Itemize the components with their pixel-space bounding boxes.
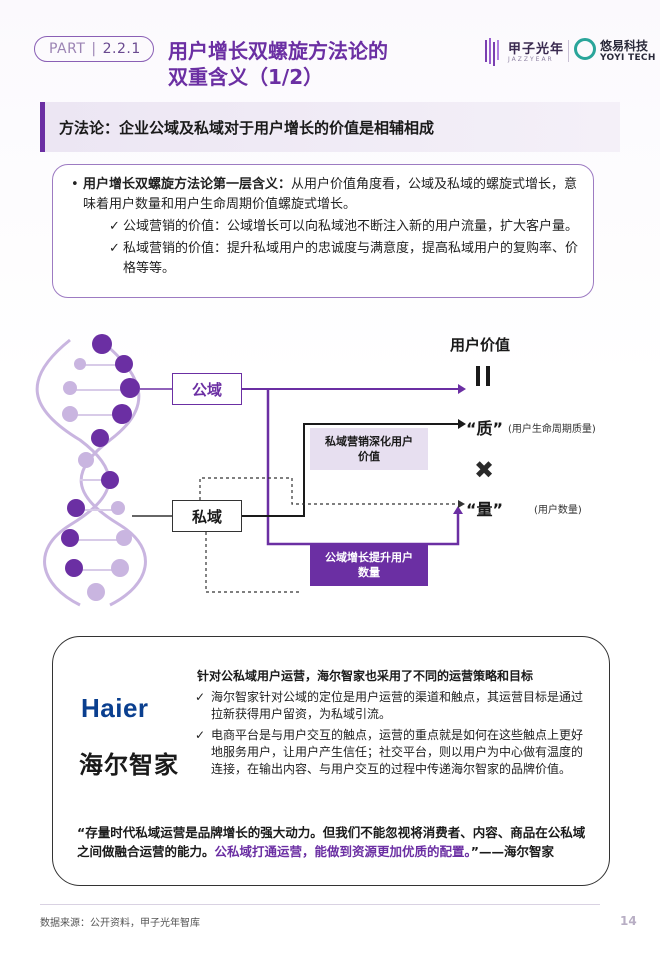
multiply-icon: ✖ — [474, 456, 495, 484]
part-label: PART — [49, 41, 86, 57]
dna-helix-icon — [35, 334, 147, 607]
section-number: 2.2.1 — [102, 41, 141, 57]
public-grow-box: 公域增长提升用户 数量 — [310, 544, 428, 586]
quality-label: “质” — [466, 419, 504, 438]
public-value-point: ✓ 公域营销的价值：公域增长可以向私域池不断注入新的用户流量，扩大客户量。 — [71, 217, 579, 237]
quantity-label: “量” — [466, 500, 504, 519]
jazzyear-logo-text: 甲子光年 — [508, 42, 565, 57]
jazzyear-logo: 甲子光年 JAZZYEAR — [484, 38, 574, 68]
first-meaning-body: 从用户价值角度看，公域及私域的螺旋式增长，意味着用户数量和用户生命周期价值螺旋式… — [83, 177, 578, 212]
double-helix-diagram: 用户价值 “质” (用户生命周期质量) ✖ “量” (用户数量) 公域 私域 私… — [0, 320, 660, 620]
private-value-text: 私域营销的价值：提升私域用户的忠诚度与满意度，提高私域用户的复购率、价格等等。 — [123, 241, 579, 276]
haier-case-box: Haier 海尔智家 针对公私域用户运营，海尔智家也采用了不同的运营策略和目标 … — [52, 636, 610, 886]
list-item: ✓ 电商平台是与用户交互的触点，运营的重点就是如何在这些触点上更好地服务用户，让… — [195, 727, 585, 778]
check-icon: ✓ — [195, 690, 206, 704]
private-deepen-box: 私域营销深化用户 价值 — [310, 428, 428, 470]
check-icon: ✓ — [195, 728, 206, 742]
quote-part-2: ”——海尔智家 — [470, 844, 554, 859]
logo-divider — [568, 40, 569, 62]
check-icon: ✓ — [109, 241, 120, 256]
yoyi-logo-text: 悠易科技 — [600, 39, 649, 53]
check-icon: ✓ — [109, 219, 120, 234]
haier-case-heading: 针对公私域用户运营，海尔智家也采用了不同的运营策略和目标 — [197, 669, 534, 683]
haier-strategy-list: ✓ 海尔智家针对公域的定位是用户运营的渠道和触点，其运营目标是通过拉新获得用户留… — [195, 689, 585, 782]
private-deepen-line-2: 价值 — [358, 450, 380, 463]
quality-note: (用户生命周期质量) — [508, 424, 596, 435]
yoyi-logo-subtext: YOYI TECH — [600, 53, 656, 63]
public-grow-line-1: 公域增长提升用户 — [325, 551, 413, 564]
methodology-banner: 方法论：企业公域及私域对于用户增长的价值是相辅相成 — [40, 102, 620, 152]
haier-quote: “存量时代私域运营是品牌增长的强大动力。但我们不能忽视将消费者、内容、商品在公私… — [77, 823, 597, 861]
title-line-1: 用户增长双螺旋方法论的 — [168, 39, 388, 63]
haier-item-text: 电商平台是与用户交互的触点，运营的重点就是如何在这些触点上更好地服务用户，让用户… — [211, 728, 584, 776]
yoyi-mark-icon — [574, 38, 596, 60]
jazzyear-mark-icon — [485, 38, 499, 66]
quote-highlight: 公私域打通运营，能做到资源更加优质的配置。 — [214, 844, 471, 859]
list-item: ✓ 海尔智家针对公域的定位是用户运营的渠道和触点，其运营目标是通过拉新获得用户留… — [195, 689, 585, 723]
haier-item-text: 海尔智家针对公域的定位是用户运营的渠道和触点，其运营目标是通过拉新获得用户留资，… — [211, 690, 584, 721]
first-meaning-heading: 用户增长双螺旋方法论第一层含义： — [83, 177, 292, 192]
private-domain-node: 私域 — [172, 500, 242, 532]
footer-divider — [40, 904, 600, 905]
quote-part-1: “存量时代私域运营是品牌增长的强大动力。但我们不能忽视将消费者、内容、商品在公私… — [77, 825, 586, 859]
haier-brand-name: 海尔智家 — [79, 751, 179, 779]
part-badge: PART | 2.2.1 — [34, 36, 154, 62]
private-value-point: ✓ 私域营销的价值：提升私域用户的忠诚度与满意度，提高私域用户的复购率、价格等等… — [71, 239, 579, 279]
quantity-note: (用户数量) — [534, 505, 582, 516]
first-meaning-statement: 用户增长双螺旋方法论第一层含义：从用户价值角度看，公域及私域的螺旋式增长，意味着… — [71, 175, 579, 215]
page-title: 用户增长双螺旋方法论的 双重含义（1/2） — [168, 38, 428, 90]
haier-logo: Haier — [81, 693, 149, 723]
equals-icon — [476, 366, 492, 386]
page-number: 14 — [620, 914, 637, 928]
public-grow-line-2: 数量 — [358, 566, 380, 579]
diagram-graphics — [35, 334, 466, 607]
private-deepen-line-1: 私域营销深化用户 — [325, 435, 413, 448]
methodology-text: 方法论：企业公域及私域对于用户增长的价值是相辅相成 — [59, 118, 435, 137]
first-meaning-box: 用户增长双螺旋方法论第一层含义：从用户价值角度看，公域及私域的螺旋式增长，意味着… — [52, 164, 594, 298]
title-line-2: 双重含义（1/2） — [168, 65, 324, 89]
user-value-label: 用户价值 — [450, 336, 511, 354]
part-separator: | — [91, 41, 97, 57]
public-value-text: 公域营销的价值：公域增长可以向私域池不断注入新的用户流量，扩大客户量。 — [123, 219, 579, 234]
data-source: 数据来源：公开资料，甲子光年智库 — [40, 918, 200, 929]
yoyi-logo: 悠易科技 YOYI TECH — [574, 36, 656, 66]
public-domain-node: 公域 — [172, 373, 242, 405]
jazzyear-logo-subtext: JAZZYEAR — [508, 56, 554, 63]
